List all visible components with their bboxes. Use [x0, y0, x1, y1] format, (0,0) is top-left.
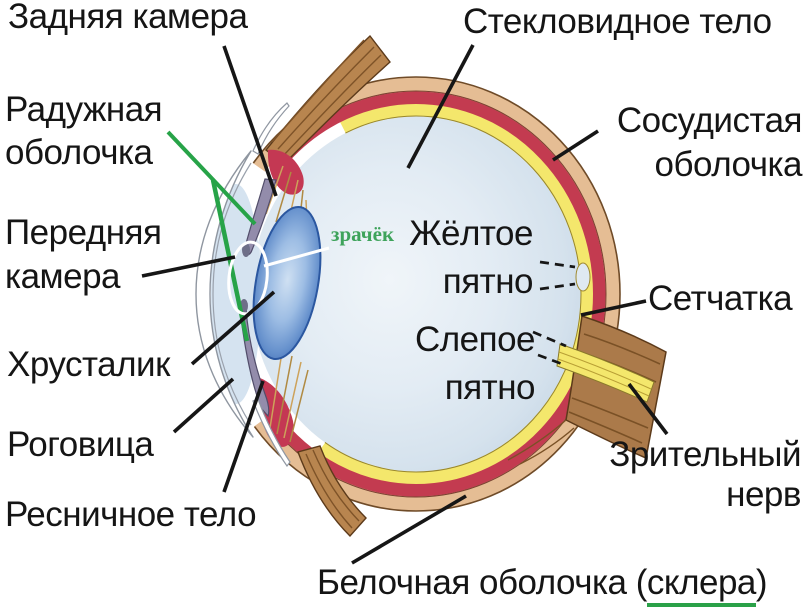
dash-macula-1	[539, 260, 576, 269]
label-sclera: Белочная оболочка (склера)	[317, 562, 768, 607]
label-choroid: Сосудистая оболочка	[616, 101, 803, 184]
label-optic-nerve: Зрительный нерв	[609, 435, 801, 514]
leader-sclera	[351, 494, 467, 565]
label-retina: Сетчатка	[648, 279, 793, 318]
pupil-leader-line	[263, 246, 330, 268]
eyeball-layers	[211, 76, 621, 512]
label-macula: Жёлтое пятно	[409, 214, 533, 301]
iris-tip-top	[242, 243, 250, 257]
sclera-choroid-edge	[225, 90, 607, 498]
conjunctiva-bottom	[252, 398, 291, 468]
retina-layer	[238, 103, 594, 485]
leader-cornea	[172, 377, 235, 434]
label-sclera-suffix: )	[755, 563, 768, 602]
dash-blind-spot-1	[532, 330, 567, 348]
cornea-inner-line	[212, 162, 252, 426]
leader-lens	[190, 290, 276, 366]
label-iris: Радужная оболочка	[5, 90, 163, 172]
label-vitreous-body: Стекловидное тело	[463, 2, 772, 41]
leader-anterior-chamber	[141, 255, 236, 278]
sclera-outline	[211, 76, 621, 512]
pupil-highlight-ellipse	[227, 240, 269, 316]
label-cornea: Роговица	[7, 425, 154, 464]
label-lens: Хрусталик	[7, 345, 170, 384]
pupil-annotation	[227, 240, 330, 316]
leader-choroid	[552, 129, 599, 162]
leader-retina	[580, 299, 647, 317]
label-sclera-prefix: Белочная оболочка (	[317, 563, 647, 602]
retina-inner-edge	[250, 115, 582, 473]
conjunctiva-top	[252, 102, 290, 155]
optic-nerve-shape	[507, 315, 667, 465]
label-ciliary-body: Ресничное тело	[5, 495, 257, 534]
label-pupil: зрачёк	[331, 222, 395, 246]
choroid-layer	[226, 91, 606, 497]
cornea-shape	[195, 150, 254, 438]
leader-lines	[141, 44, 669, 565]
vitreous-body	[251, 116, 581, 472]
leader-vitreous-body	[406, 44, 475, 169]
label-posterior-chamber: Задняя камера	[8, 0, 248, 36]
leader-optic-nerve	[627, 382, 669, 436]
label-sclera-highlight: склера	[646, 563, 756, 607]
eye-muscle-bottom	[297, 445, 367, 538]
dashed-pointers	[532, 260, 576, 367]
label-anterior-chamber: Передняя камера	[5, 213, 162, 296]
eye-muscle-top	[265, 34, 391, 165]
leader-posterior-chamber	[222, 45, 278, 197]
macula-notch	[575, 262, 591, 292]
dash-macula-2	[539, 282, 576, 291]
dash-blind-spot-2	[537, 353, 566, 367]
lens-shape	[252, 205, 322, 361]
label-blind-spot: Слепое пятно	[414, 320, 536, 407]
sclera-layer	[211, 76, 621, 512]
leader-ciliary-body	[222, 380, 265, 493]
